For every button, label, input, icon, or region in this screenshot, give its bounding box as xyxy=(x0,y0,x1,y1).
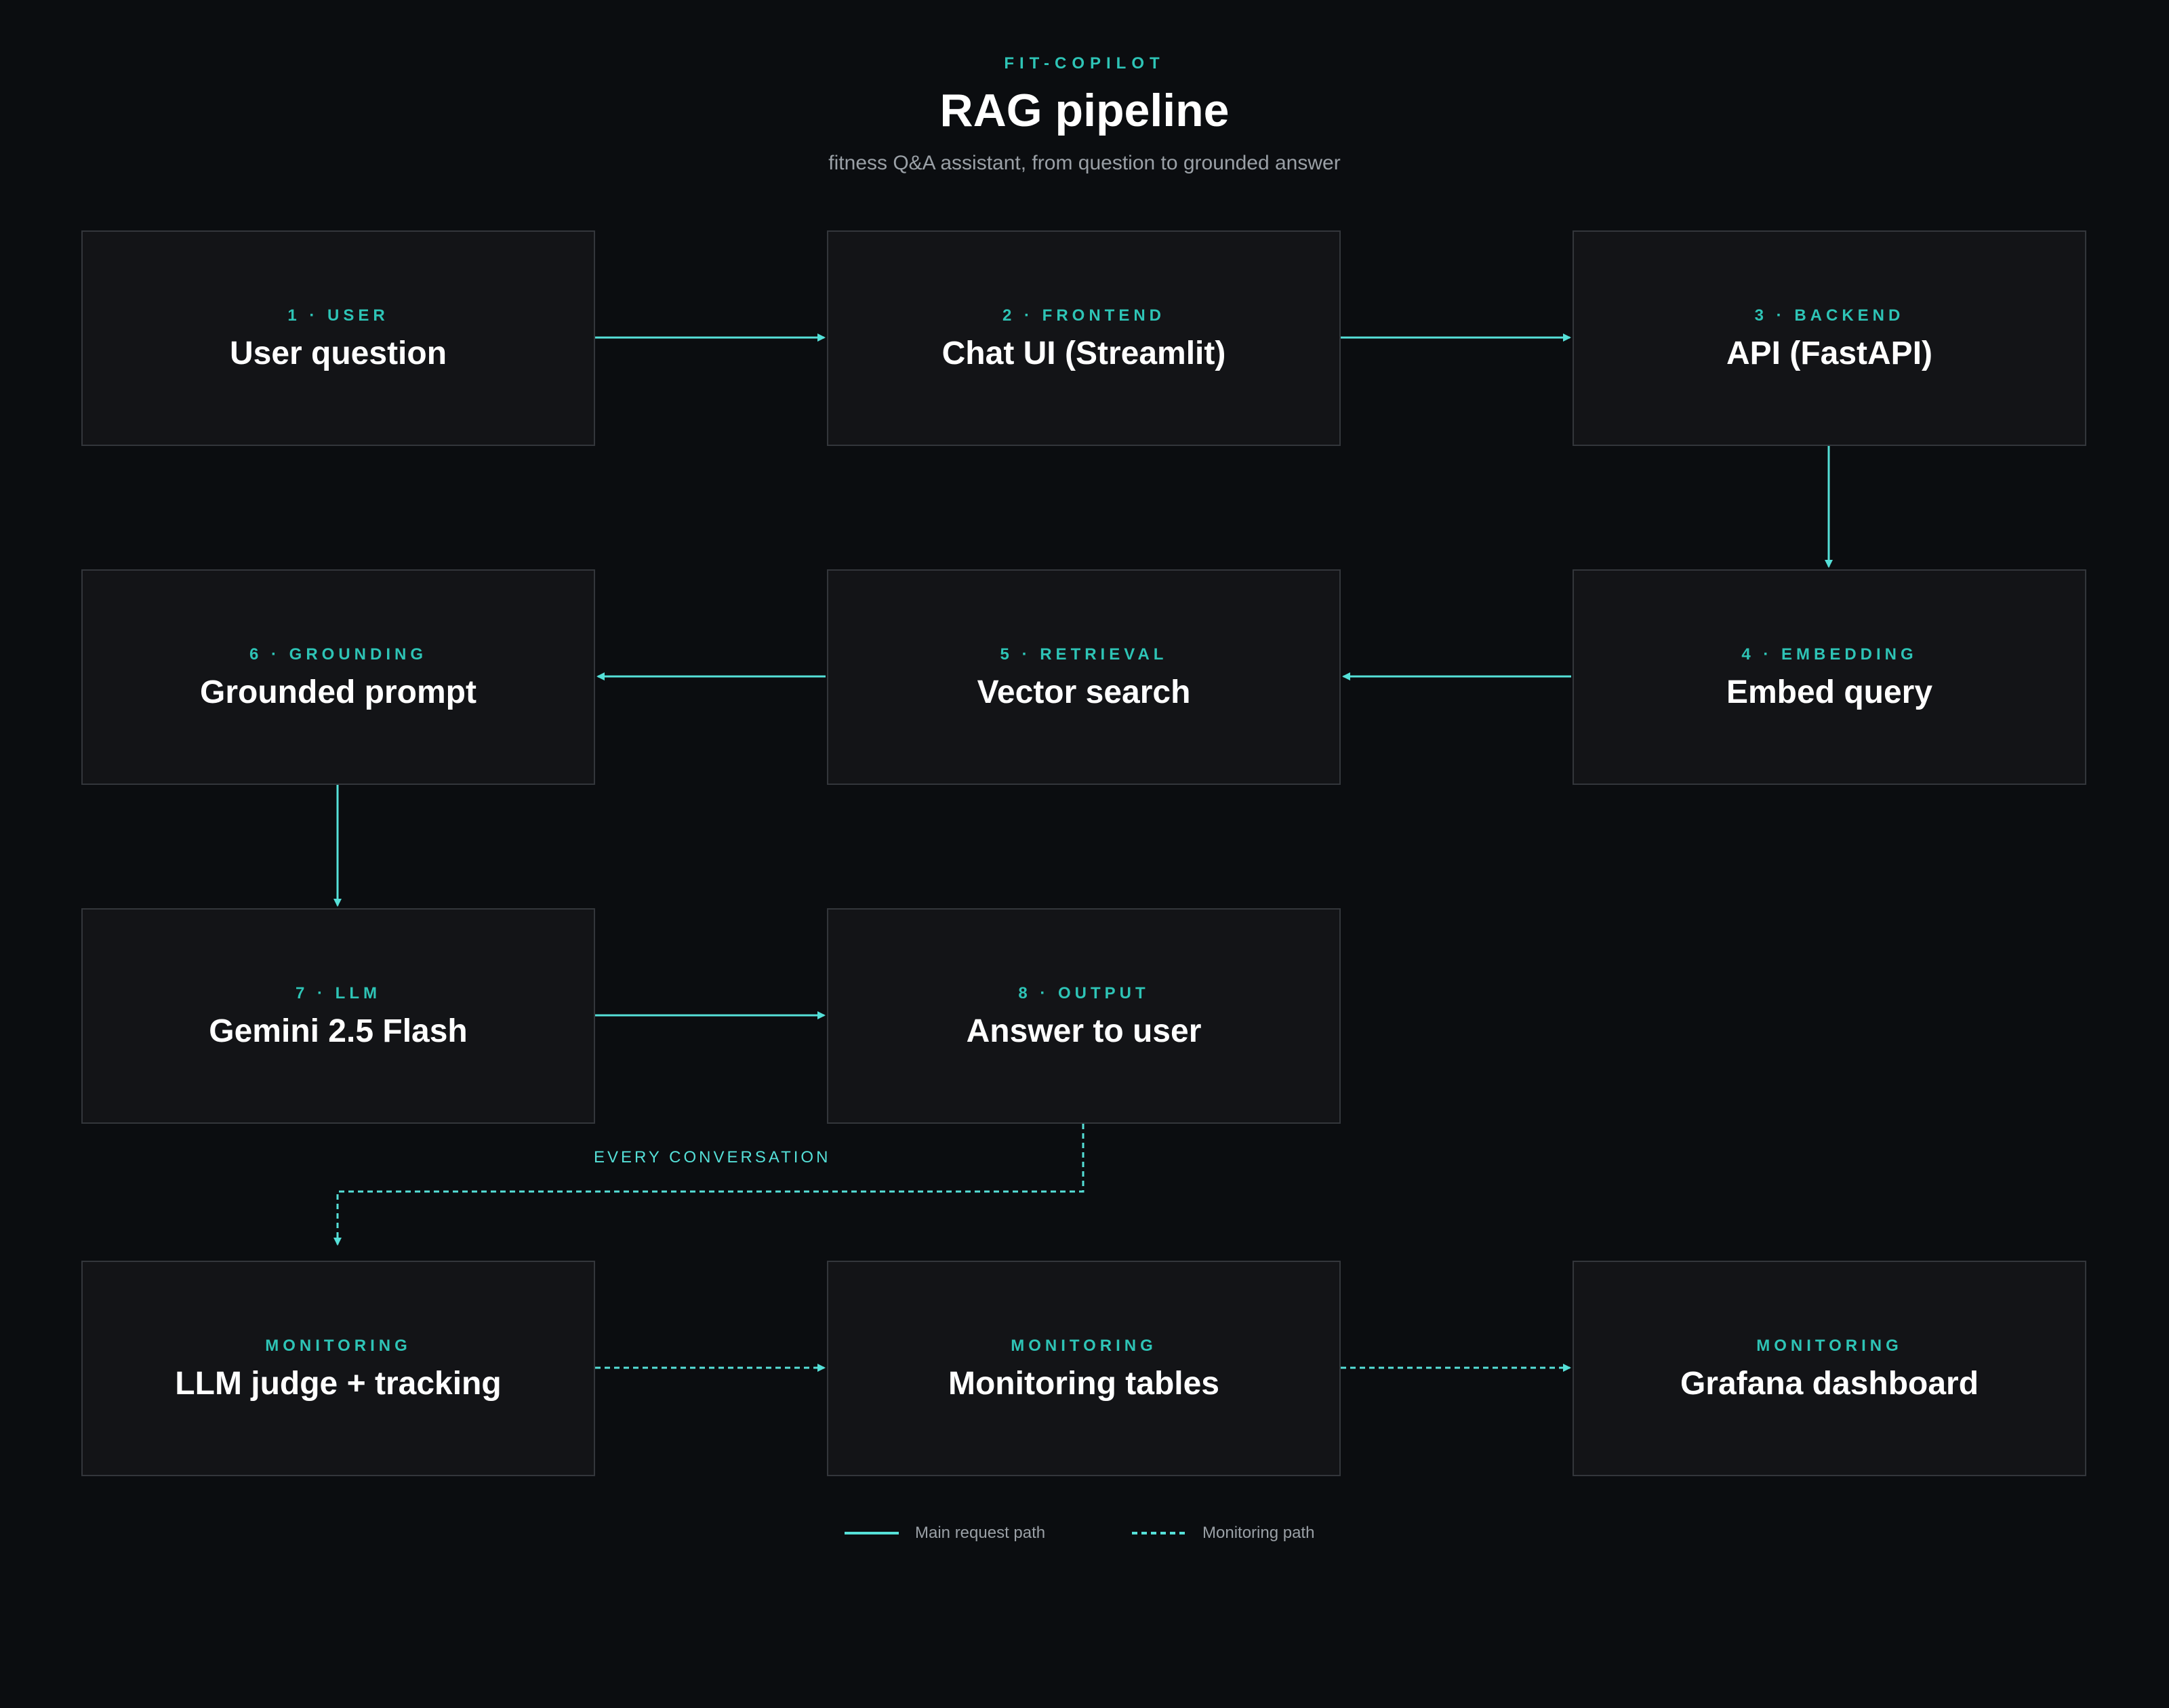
node-label: Grounded prompt xyxy=(200,674,477,710)
node-chat-ui: 2 · FRONTEND Chat UI (Streamlit) xyxy=(827,230,1341,446)
node-grounded-prompt: 6 · GROUNDING Grounded prompt xyxy=(81,569,595,785)
node-llm: 7 · LLM Gemini 2.5 Flash xyxy=(81,908,595,1124)
node-monitoring-tables: MONITORING Monitoring tables xyxy=(827,1261,1341,1476)
legend-monitoring-label: Monitoring path xyxy=(1202,1524,1315,1542)
diagram-eyebrow: FIT-COPILOT xyxy=(1004,54,1165,73)
node-label: Chat UI (Streamlit) xyxy=(941,336,1226,371)
node-vector-search: 5 · RETRIEVAL Vector search xyxy=(827,569,1341,785)
node-label: Vector search xyxy=(977,674,1191,710)
node-tag: 7 · LLM xyxy=(296,984,381,1002)
node-tag: 2 · FRONTEND xyxy=(1002,306,1165,325)
diagram-title: RAG pipeline xyxy=(939,85,1230,136)
node-label: Gemini 2.5 Flash xyxy=(209,1013,468,1049)
edge-output-to-judge xyxy=(333,1124,1084,1246)
node-label: Embed query xyxy=(1726,674,1933,710)
node-tag: 4 · EMBEDDING xyxy=(1741,645,1918,664)
node-label: Monitoring tables xyxy=(948,1366,1219,1402)
diagram-subtitle: fitness Q&A assistant, from question to … xyxy=(828,152,1341,174)
node-tag: 8 · OUTPUT xyxy=(1018,984,1150,1002)
node-label: API (FastAPI) xyxy=(1726,336,1933,371)
node-tag: 5 · RETRIEVAL xyxy=(1000,645,1168,664)
node-grafana-dashboard: MONITORING Grafana dashboard xyxy=(1573,1261,2086,1476)
node-embed-query: 4 · EMBEDDING Embed query xyxy=(1573,569,2086,785)
node-user-question: 1 · USER User question xyxy=(81,230,595,446)
node-tag: MONITORING xyxy=(1011,1337,1157,1355)
node-tag: 6 · GROUNDING xyxy=(249,645,427,664)
node-tag: 1 · USER xyxy=(287,306,389,325)
legend-main-label: Main request path xyxy=(915,1524,1046,1542)
node-label: LLM judge + tracking xyxy=(175,1366,502,1402)
node-tag: 3 · BACKEND xyxy=(1754,306,1905,325)
node-label: Answer to user xyxy=(966,1013,1202,1049)
node-answer-output: 8 · OUTPUT Answer to user xyxy=(827,908,1341,1124)
node-label: Grafana dashboard xyxy=(1680,1366,1979,1402)
node-tag: MONITORING xyxy=(265,1337,411,1355)
every-conversation-label: EVERY CONVERSATION xyxy=(594,1148,831,1166)
node-api-backend: 3 · BACKEND API (FastAPI) xyxy=(1573,230,2086,446)
node-tag: MONITORING xyxy=(1756,1337,1903,1355)
node-llm-judge: MONITORING LLM judge + tracking xyxy=(81,1261,595,1476)
node-label: User question xyxy=(229,336,447,371)
